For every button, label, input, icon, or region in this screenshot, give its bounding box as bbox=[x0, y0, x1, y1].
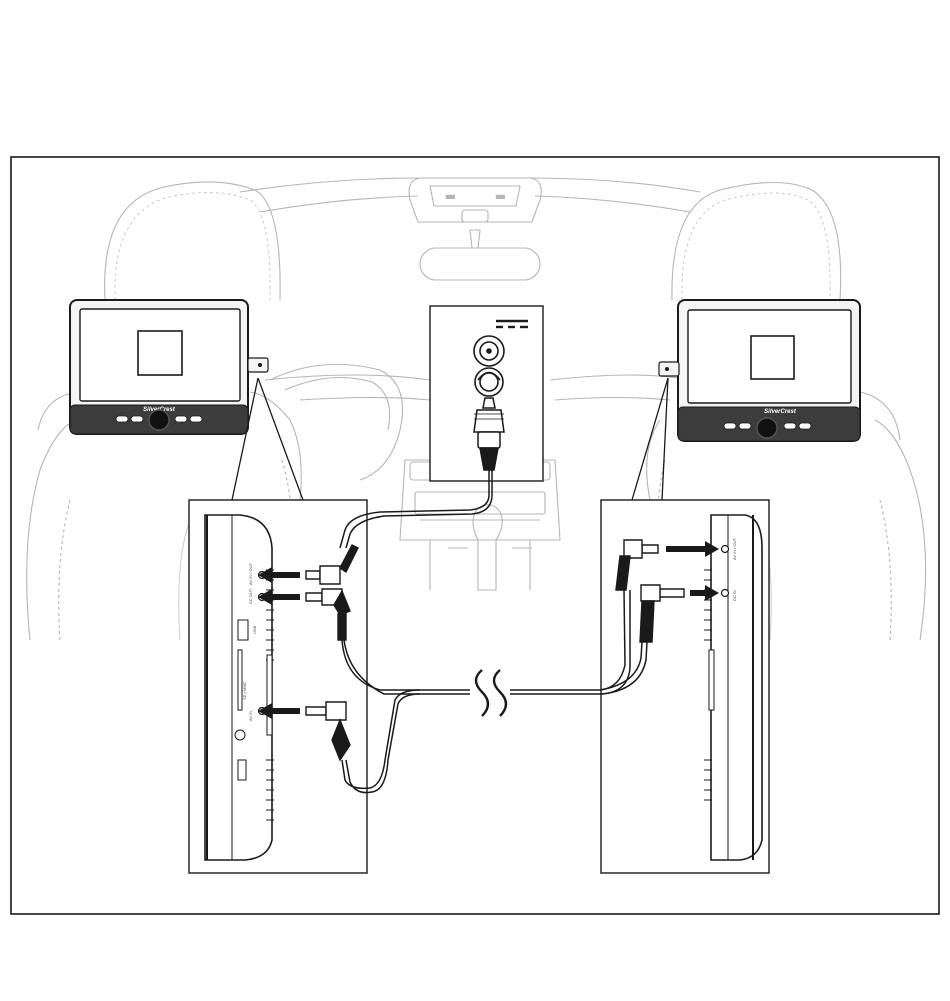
right-port-label: DC IN bbox=[732, 590, 737, 601]
right-monitor-button bbox=[739, 423, 751, 429]
left-monitor-button bbox=[190, 416, 202, 422]
right-monitor-dial bbox=[757, 418, 777, 438]
left-port-label: AV IN / OUT bbox=[248, 563, 253, 585]
left-port-label: AV IN bbox=[248, 711, 253, 721]
left-port-label: USB bbox=[252, 625, 257, 634]
right-dc-in-port bbox=[722, 590, 729, 597]
svg-text:▯▯▯▯: ▯▯▯▯ bbox=[446, 194, 455, 199]
left-monitor: SilverCrest bbox=[70, 300, 268, 434]
right-monitor-button bbox=[724, 423, 736, 429]
left-usb-port bbox=[238, 620, 248, 640]
right-av-in-out-port bbox=[722, 546, 729, 553]
left-port-label: DC OUT bbox=[248, 588, 253, 604]
left-port-label: SD / MMC bbox=[242, 681, 247, 700]
left-monitor-button bbox=[116, 416, 128, 422]
left-monitor-screen-square bbox=[138, 331, 182, 375]
left-monitor-button bbox=[131, 416, 143, 422]
right-monitor-screen-square bbox=[751, 336, 794, 379]
diagram-frame bbox=[11, 157, 939, 914]
car-adapter-panel bbox=[430, 306, 543, 481]
right-monitor: SilverCrest bbox=[659, 300, 860, 441]
svg-text:▯▯▯▯: ▯▯▯▯ bbox=[496, 194, 505, 199]
right-port-label: AV IN / OUT bbox=[732, 538, 737, 560]
left-monitor-button bbox=[175, 416, 187, 422]
right-monitor-button bbox=[784, 423, 796, 429]
left-sd-slot bbox=[267, 655, 272, 735]
right-monitor-button bbox=[799, 423, 811, 429]
right-device-side bbox=[711, 515, 762, 860]
left-card-slot bbox=[238, 650, 242, 710]
left-monitor-dial bbox=[149, 410, 169, 430]
right-monitor-brand: SilverCrest bbox=[764, 409, 797, 415]
right-card-slot bbox=[709, 650, 714, 710]
left-inset: AV IN / OUT DC OUT USB SD / MMC AV IN bbox=[189, 500, 367, 873]
